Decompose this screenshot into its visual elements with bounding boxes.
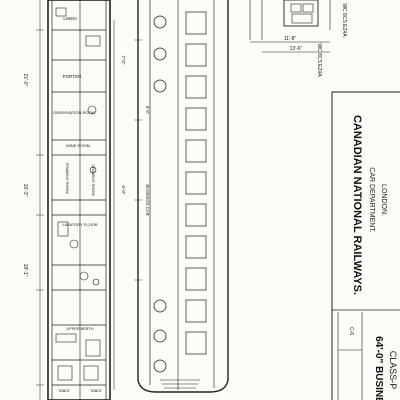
floor-plan: LINEN PORTER OBSERVATION ROOM WINE ROOM …	[22, 0, 126, 400]
dim-left-3: 18'-1"	[22, 264, 28, 277]
drawing-number: C-6	[348, 327, 354, 335]
end-view-caption: WC 8CS EZ4A	[341, 3, 347, 37]
label-linen: LINEN	[63, 16, 76, 21]
dimension-ticks	[36, 29, 44, 386]
label-porter: PORTER	[63, 74, 82, 79]
dim-inner-1: 7'-0"	[121, 56, 126, 65]
elevation-dim-1: 9'-6"	[145, 106, 150, 115]
car-designation: 64'-0" BUSINE	[373, 336, 384, 400]
end-dim-1: 11'-8"	[284, 36, 297, 42]
dim-left-2: 16'-3"	[22, 184, 28, 197]
label-drawing-room-right: DRAWING ROOM	[91, 164, 95, 195]
department-name: CAR DEPARTMENT.	[368, 167, 375, 233]
compartment-partitions	[52, 29, 106, 386]
railway-name: CANADIAN NATIONAL RAILWAYS.	[351, 115, 363, 295]
windows	[185, 11, 207, 355]
label-table-right: TABLE	[90, 389, 102, 393]
end-view-box	[283, 0, 319, 27]
end-dim-2: 13'-6"	[290, 46, 303, 52]
elevation-ticks	[134, 39, 142, 281]
fixtures	[55, 7, 101, 381]
label-drawing-room-left: DRAWING ROOM	[65, 162, 69, 193]
side-elevation: BUSINESS CAR 9'-6"	[134, 0, 229, 393]
label-upper-berth: UPPER BERTH	[67, 327, 94, 331]
label-observation-room: OBSERVATION ROOM	[53, 110, 95, 115]
roof-ventilators	[153, 15, 167, 373]
label-lavatory: LAVATORY FLOOR	[62, 222, 97, 227]
truck-detail	[160, 379, 200, 389]
end-elevation: 11'-8" 13'-6" WC 8CS EZ4A	[249, 0, 347, 53]
title-block: CANADIAN NATIONAL RAILWAYS. CAR DEPARTME…	[331, 91, 400, 400]
dim-inner-2: 6'-0"	[121, 186, 126, 195]
elevation-note: BUSINESS CAR	[145, 184, 150, 215]
plan-labels: LINEN PORTER OBSERVATION ROOM WINE ROOM …	[22, 16, 126, 393]
elevation-body-outline	[137, 0, 229, 393]
car-class: CLASS-P	[388, 351, 398, 390]
label-wine-room: WINE ROOM	[66, 143, 90, 148]
sheet-marking: WC 8CS EZ4A	[316, 43, 322, 77]
dim-left-1: 21'-0"	[22, 74, 28, 87]
car-body-outline	[47, 0, 111, 400]
title-block-frame	[331, 91, 400, 400]
label-table-left: TABLE	[58, 389, 70, 393]
city-name: LONDON.	[380, 184, 387, 216]
